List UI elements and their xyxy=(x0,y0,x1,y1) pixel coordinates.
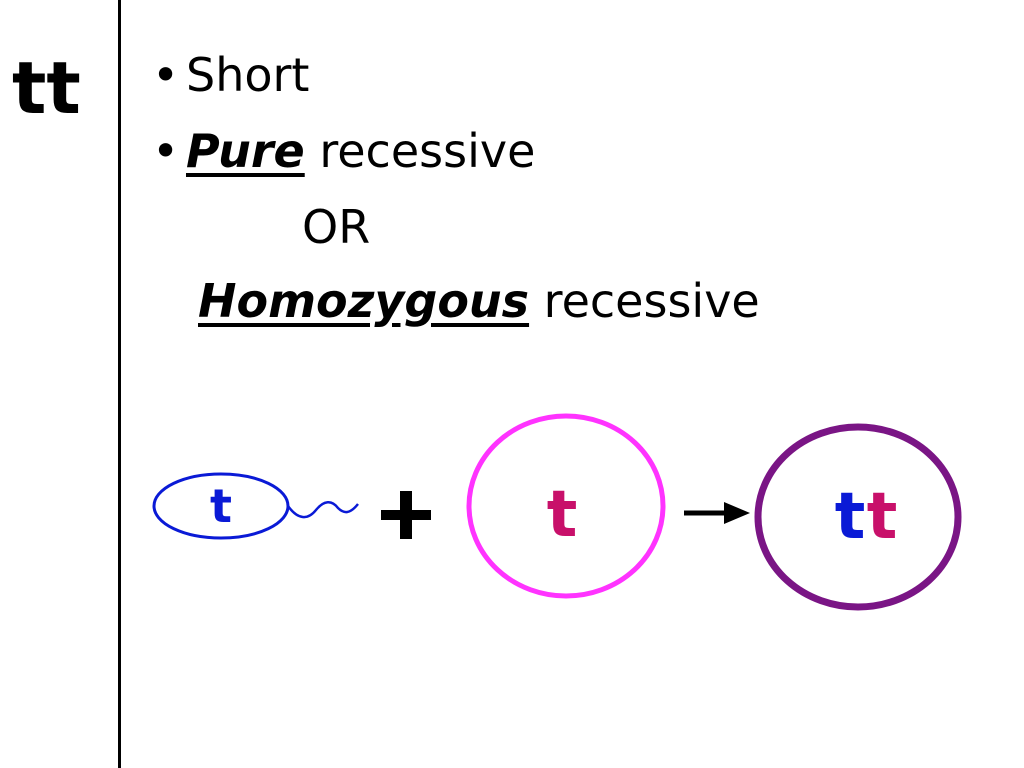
plus-icon xyxy=(381,491,431,539)
homozygous-recessive: Homozygous recessive xyxy=(198,278,760,324)
vertical-divider xyxy=(118,0,121,768)
zygote-allele-2: t xyxy=(867,480,898,554)
pure-emphasis: Pure xyxy=(186,124,305,178)
zygote-allele-1: t xyxy=(835,480,866,554)
genotype-label: tt xyxy=(12,46,81,130)
bullet-text-short: Short xyxy=(186,48,310,102)
zygote-cell xyxy=(754,423,962,611)
egg-cell xyxy=(466,413,666,599)
bullet-marker: • xyxy=(152,48,180,102)
bullet-pure-recessive: •Pure recessive xyxy=(152,128,535,174)
egg-allele: t xyxy=(547,478,578,552)
bullet-marker: • xyxy=(152,124,180,178)
or-text: OR xyxy=(302,200,371,254)
sperm-tail xyxy=(286,501,359,519)
sperm-allele: t xyxy=(210,479,232,533)
homozygous-recessive-text: recessive xyxy=(529,274,760,328)
arrow-right-icon xyxy=(684,502,750,524)
pure-recessive-text: recessive xyxy=(304,124,536,178)
bullet-short: •Short xyxy=(152,52,309,98)
homozygous-emphasis: Homozygous xyxy=(198,274,530,328)
